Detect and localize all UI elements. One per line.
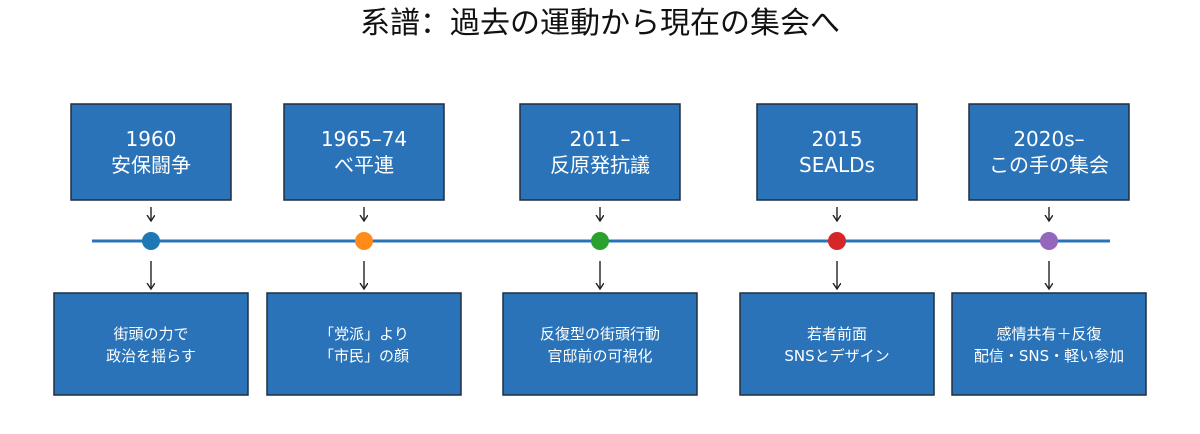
timeline-dot bbox=[1040, 232, 1058, 250]
era-box bbox=[70, 103, 232, 201]
movement-name: べ平連 bbox=[334, 153, 394, 177]
timeline-dot bbox=[828, 232, 846, 250]
description-box bbox=[951, 292, 1147, 396]
description-box bbox=[739, 292, 935, 396]
movement-name: この手の集会 bbox=[989, 153, 1109, 177]
description-line: SNSとデザイン bbox=[784, 347, 889, 365]
diagram-title: 系譜：過去の運動から現在の集会へ bbox=[360, 6, 840, 41]
description-box bbox=[502, 292, 698, 396]
description-line: 「市民」の顔 bbox=[319, 347, 409, 365]
description-box bbox=[53, 292, 249, 396]
era-label: 2015 bbox=[812, 127, 863, 151]
description-box bbox=[266, 292, 462, 396]
era-label: 1965–74 bbox=[321, 127, 407, 151]
description-line: 感情共有＋反復 bbox=[996, 325, 1101, 343]
timeline-dot bbox=[591, 232, 609, 250]
milestones-layer: 1960安保闘争街頭の力で政治を揺らす1965–74べ平連「党派」より「市民」の… bbox=[53, 103, 1147, 396]
era-box bbox=[519, 103, 681, 201]
description-line: 街頭の力で bbox=[113, 325, 188, 343]
movement-name: 安保闘争 bbox=[111, 153, 191, 177]
description-line: 政治を揺らす bbox=[106, 347, 196, 365]
description-line: 反復型の街頭行動 bbox=[540, 325, 660, 343]
timeline-dot bbox=[142, 232, 160, 250]
description-line: 官邸前の可視化 bbox=[547, 347, 652, 365]
movement-name: SEALDs bbox=[799, 153, 875, 177]
era-label: 2020s– bbox=[1013, 127, 1084, 151]
era-box bbox=[968, 103, 1130, 201]
era-box bbox=[756, 103, 918, 201]
era-box bbox=[283, 103, 445, 201]
movement-name: 反原発抗議 bbox=[550, 153, 650, 177]
era-label: 1960 bbox=[126, 127, 177, 151]
era-label: 2011– bbox=[570, 127, 631, 151]
description-line: 若者前面 bbox=[807, 325, 867, 343]
timeline-dot bbox=[355, 232, 373, 250]
description-line: 配信・SNS・軽い参加 bbox=[974, 347, 1124, 365]
description-line: 「党派」より bbox=[319, 325, 409, 343]
